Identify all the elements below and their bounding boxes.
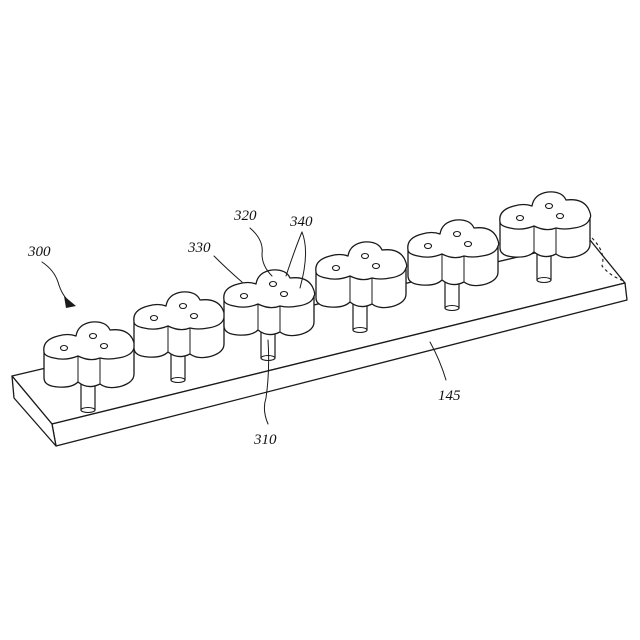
- leader-320: [250, 228, 272, 276]
- leader-330: [214, 256, 242, 282]
- label-340: 340: [289, 214, 313, 230]
- label-330: 330: [187, 240, 211, 256]
- label-145: 145: [438, 388, 461, 404]
- label-320: 320: [233, 208, 257, 224]
- arrowhead-300: [64, 296, 76, 308]
- label-310: 310: [253, 432, 277, 448]
- leader-340-a: [286, 232, 302, 276]
- label-300: 300: [27, 244, 51, 260]
- leader-300: [42, 262, 70, 302]
